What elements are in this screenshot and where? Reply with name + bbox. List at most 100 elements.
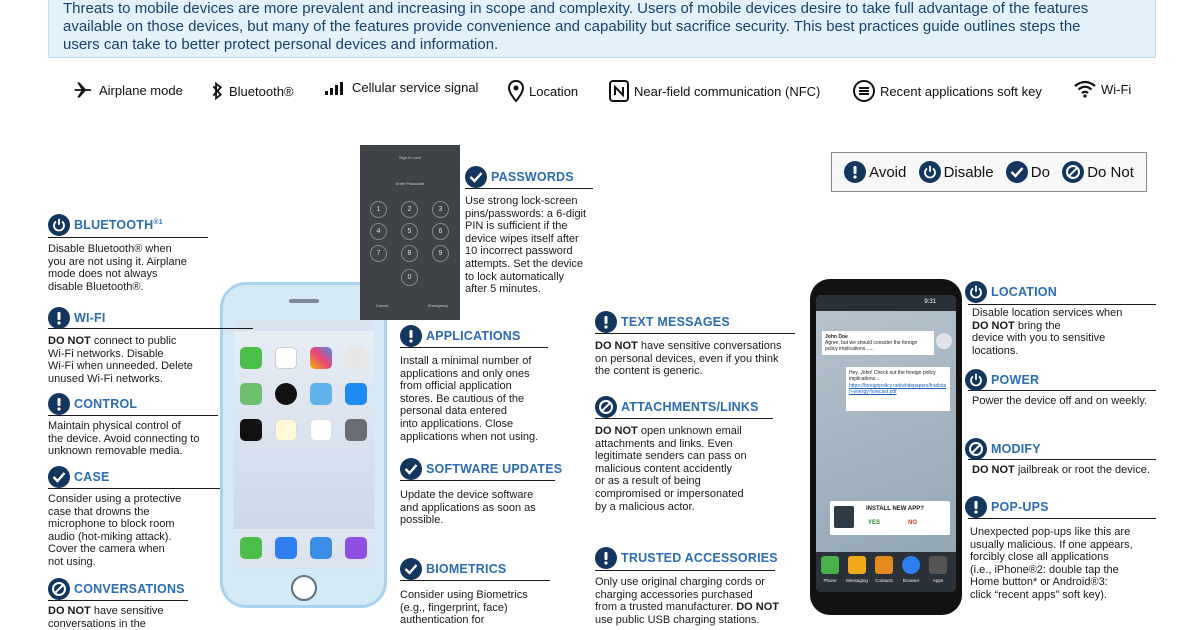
section-software-updates: SOFTWARE UPDATES Update the device softw… — [400, 457, 570, 527]
legend-nfc: Near-field communication (NFC) — [609, 80, 820, 102]
divider-line — [465, 188, 593, 189]
avoid-icon — [965, 496, 987, 518]
legend-signal: Cellular service signal — [325, 80, 478, 95]
app-store-icon — [345, 383, 367, 405]
legend-airplane: Airplane mode — [72, 80, 183, 100]
avoid-icon — [48, 393, 70, 415]
section-conversations: CONVERSATIONS DO NOT have sensitive conv… — [48, 577, 228, 630]
divider-line — [48, 415, 218, 416]
divider-line — [595, 333, 795, 334]
disable-icon — [965, 281, 987, 303]
iphone-screen — [234, 321, 374, 569]
avoid-icon — [595, 547, 617, 569]
recent-apps-icon — [853, 80, 875, 102]
popup-yes-button[interactable]: YES — [868, 520, 881, 526]
dock-apps-icon — [929, 556, 947, 574]
do-icon — [1005, 161, 1028, 183]
android-dock: Phone Messaging Contacts Browser Apps — [816, 552, 956, 592]
section-text-messages: TEXT MESSAGES DO NOT have sensitive conv… — [595, 310, 805, 378]
icon-legend: Airplane mode Bluetooth® Cellular servic… — [0, 76, 1200, 106]
legend-location: Location — [508, 80, 578, 102]
intro-banner: Threats to mobile devices are more preva… — [48, 0, 1156, 58]
home-button — [291, 575, 317, 601]
divider-line — [400, 480, 555, 481]
divider-line — [48, 600, 188, 601]
legend-wifi: Wi-Fi — [1074, 80, 1131, 98]
location-pin-icon — [508, 80, 524, 102]
do-not-icon — [965, 438, 987, 460]
intro-line-1: Threats to mobile devices are more preva… — [63, 0, 1089, 17]
divider-line — [48, 328, 253, 329]
do-not-icon — [48, 578, 70, 600]
section-trusted-accessories: TRUSTED ACCESSORIES Only use original ch… — [595, 546, 805, 626]
divider-line — [48, 488, 220, 489]
section-power: POWER Power the device off and on weekly… — [965, 368, 1160, 408]
key-do-not: Do Not — [1062, 161, 1134, 183]
disable-icon — [918, 161, 941, 183]
safari-app-icon — [275, 537, 297, 559]
disable-icon — [48, 214, 70, 236]
dock-contacts-icon — [875, 556, 893, 574]
do-not-icon — [1062, 161, 1085, 183]
section-location: LOCATION Disable location services when … — [965, 280, 1160, 357]
bluetooth-icon — [212, 81, 222, 101]
phone-speaker — [289, 299, 319, 303]
do-icon — [48, 466, 70, 488]
photos-app-icon — [310, 347, 332, 369]
divider-line — [968, 459, 1156, 460]
section-wifi: WI-FI DO NOT connect to public Wi-Fi net… — [48, 306, 228, 385]
nfc-icon — [609, 80, 629, 102]
weather-app-icon — [310, 383, 332, 405]
download-icon — [834, 506, 854, 528]
video-app-icon — [310, 419, 332, 441]
section-attachments-links: ATTACHMENTS/LINKS DO NOT open unknown em… — [595, 395, 795, 513]
android-illustration: 9:31 John Doe Agree, but we should consi… — [810, 279, 962, 615]
popup-no-button[interactable]: NO — [908, 520, 917, 526]
legend-label: Recent applications soft key — [880, 83, 1042, 99]
phishing-link[interactable]: https://foreignpolicy.net/whitepapers/fr… — [849, 383, 947, 395]
camera-app-icon — [345, 347, 367, 369]
icon-key-box: Avoid Disable Do Do Not — [831, 152, 1147, 192]
legend-label: Location — [529, 83, 579, 99]
do-icon — [400, 458, 422, 480]
intro-line-2: available on those devices, but many of … — [63, 18, 1081, 35]
avoid-icon — [844, 161, 867, 183]
star-app-icon — [345, 537, 367, 559]
divider-line — [968, 304, 1156, 305]
avoid-icon — [400, 325, 422, 347]
mail-app-icon — [310, 537, 332, 559]
divider-line — [595, 418, 773, 419]
legend-label: Near-field communication (NFC) — [634, 83, 821, 99]
intro-line-3: users can take to better protect persona… — [63, 36, 499, 53]
divider-line — [595, 570, 775, 571]
divider-line — [48, 237, 208, 238]
divider-line — [400, 580, 550, 581]
legend-label: Airplane mode — [99, 82, 183, 98]
divider-line — [968, 390, 1156, 391]
do-icon — [400, 558, 422, 580]
install-popup: INSTALL NEW APP? YES NO — [830, 501, 950, 535]
section-pop-ups: POP-UPS Unexpected pop-ups like this are… — [965, 495, 1165, 602]
wifi-icon — [1074, 80, 1096, 98]
legend-bluetooth: Bluetooth® — [210, 80, 294, 102]
lock-screen-illustration: Sign In Lock Enter Passcode 1 2 3 4 5 6 … — [360, 145, 460, 320]
airplane-icon — [74, 82, 92, 98]
settings-app-icon — [345, 419, 367, 441]
stocks-app-icon — [240, 419, 262, 441]
divider-line — [400, 347, 548, 348]
avoid-icon — [48, 307, 70, 329]
key-avoid: Avoid — [844, 161, 906, 183]
phone-app-icon — [240, 537, 262, 559]
key-disable: Disable — [918, 161, 994, 183]
message-bubble: John Doe Agree, but we should consider t… — [822, 331, 934, 355]
phishing-message-bubble: Hey, John! Check out the foreign policy … — [846, 367, 950, 411]
clock-app-icon — [275, 383, 297, 405]
dock-browser-icon — [902, 556, 920, 574]
iphone-illustration — [220, 282, 387, 608]
dock-phone-icon — [821, 556, 839, 574]
calendar-app-icon — [275, 347, 297, 369]
android-screen: 9:31 John Doe Agree, but we should consi… — [816, 295, 956, 592]
legend-label: Cellular service signal — [352, 80, 479, 95]
